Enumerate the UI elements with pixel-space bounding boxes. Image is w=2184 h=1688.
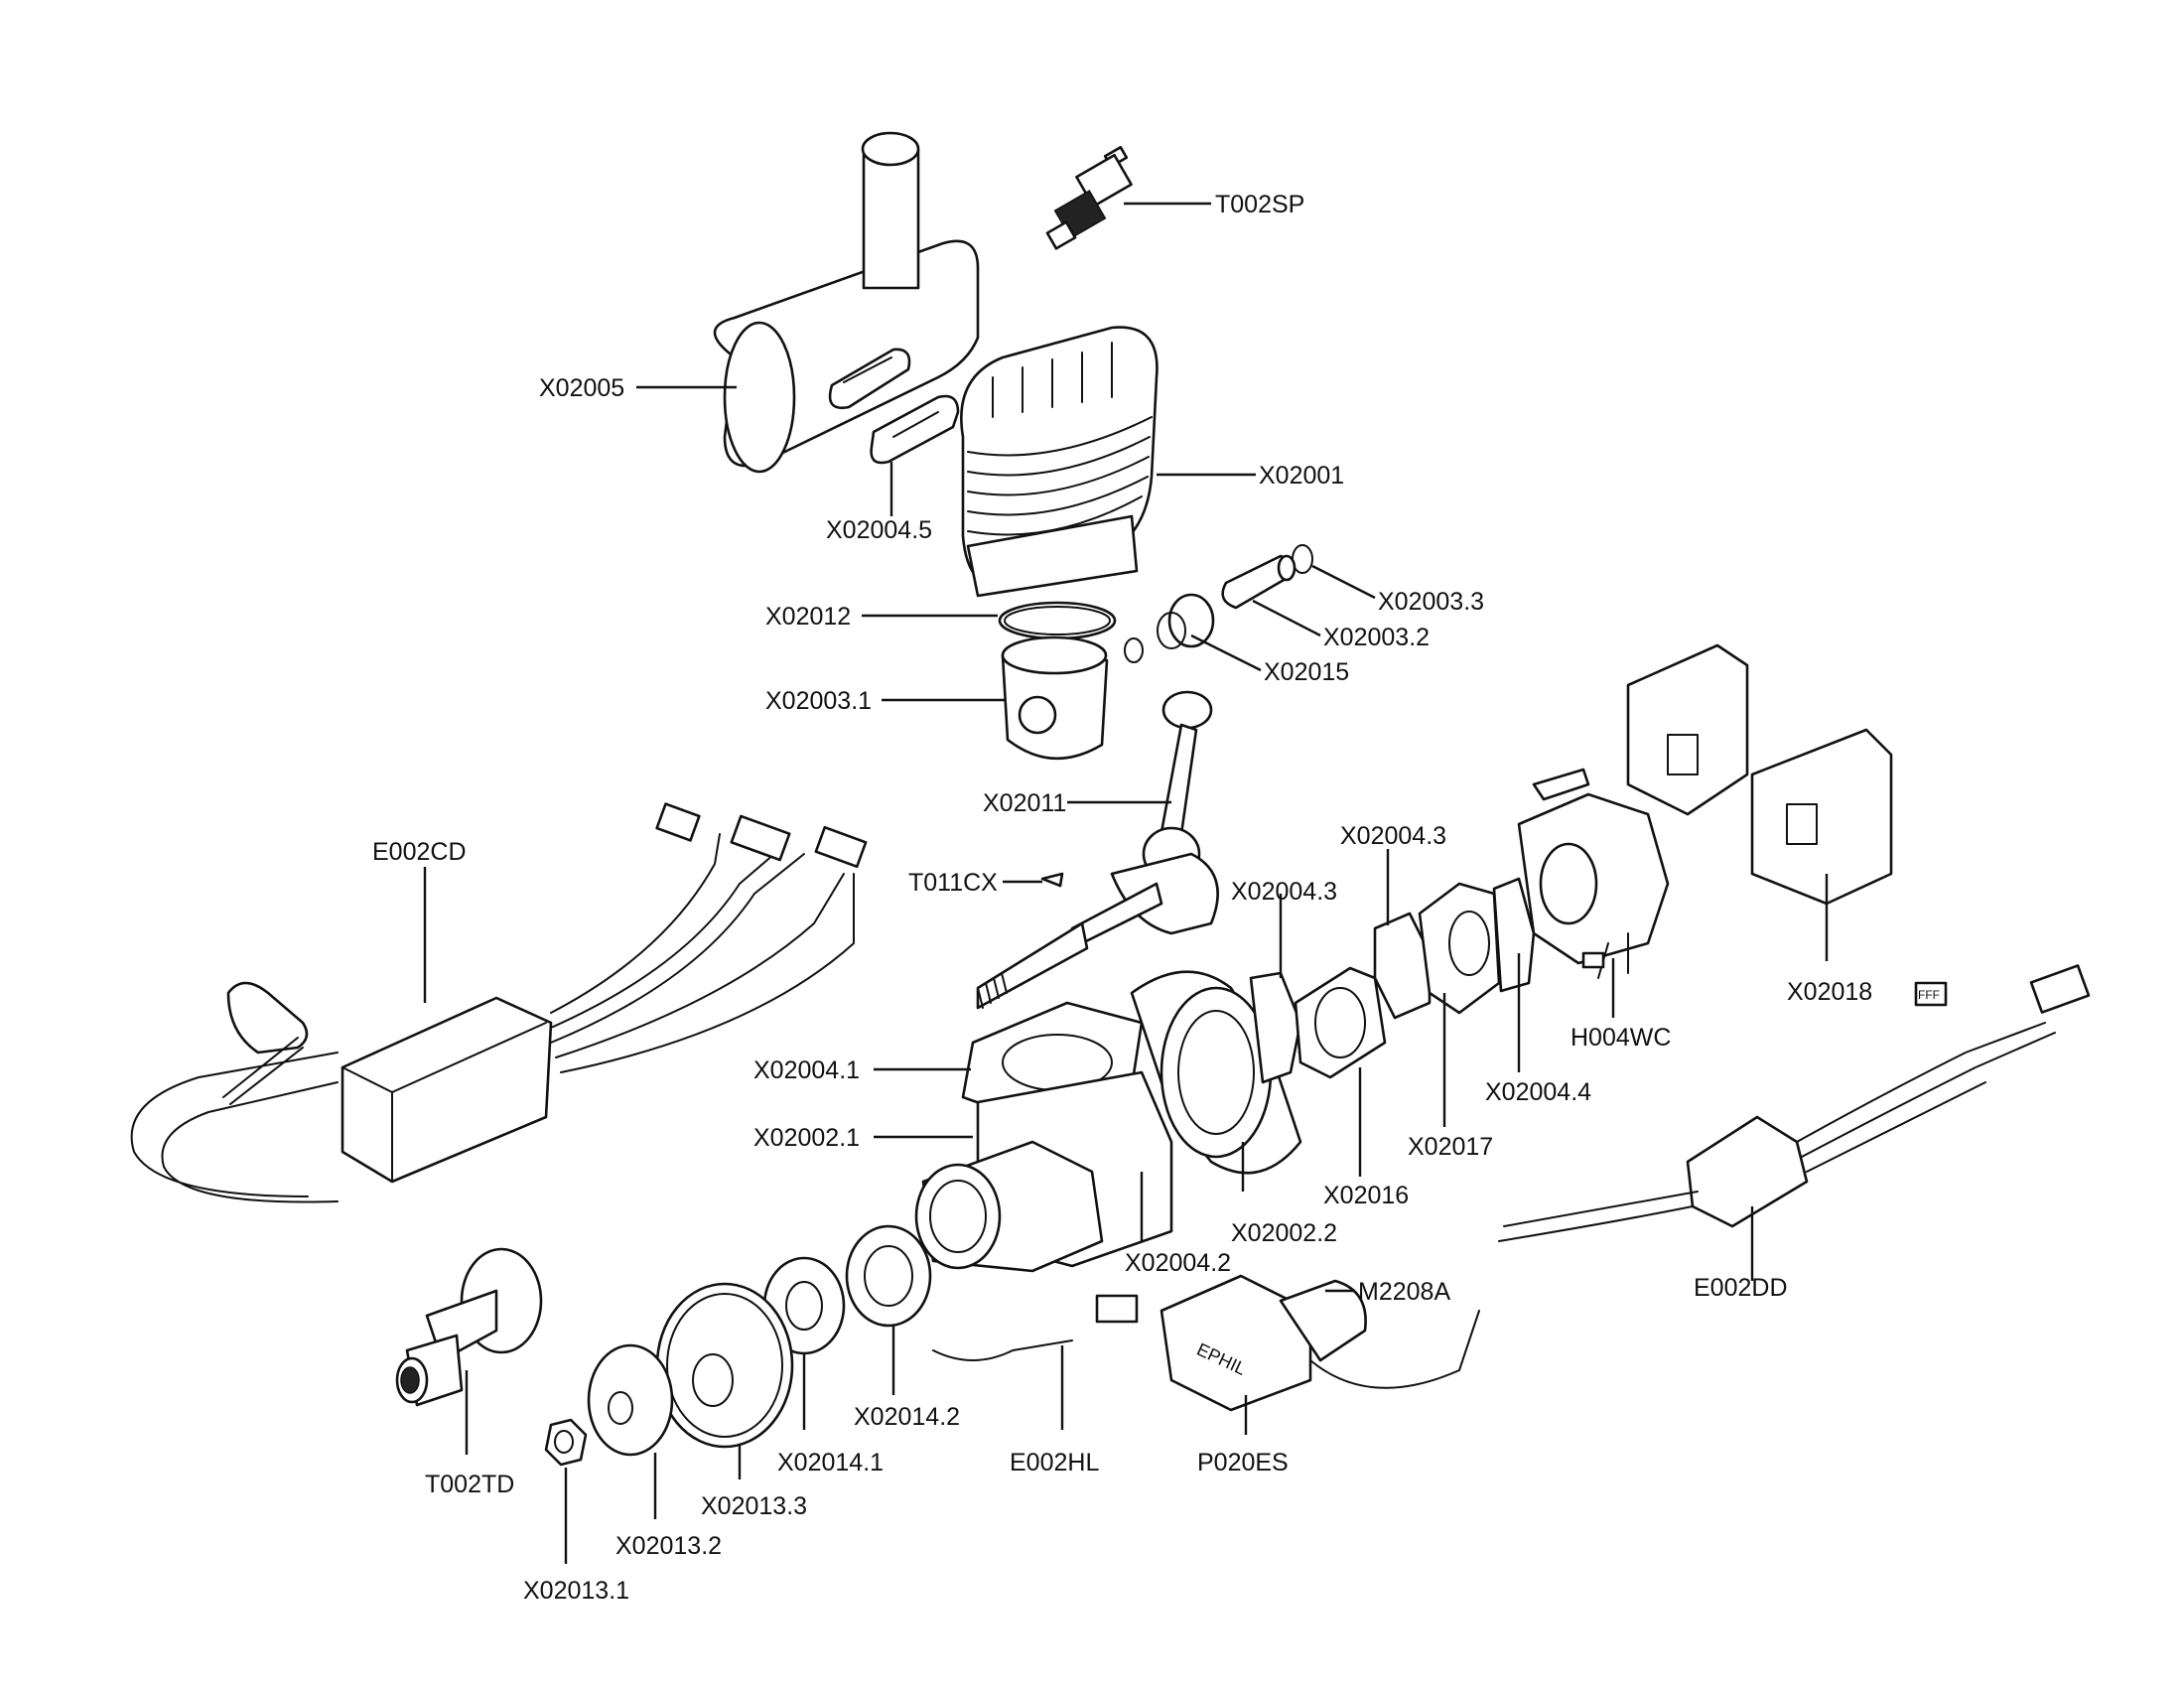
spark-plug (1045, 146, 1133, 250)
intake-gasket (1373, 912, 1432, 1020)
crankcase-rear (1130, 970, 1302, 1175)
label-t002sp: T002SP (1215, 191, 1304, 218)
label-x02012: X02012 (765, 603, 851, 631)
label-x02013-3: X02013.3 (701, 1492, 807, 1520)
part-labels: T002SP X02005 X02001 X02004.5 X02003.3 X… (372, 191, 1872, 1605)
label-x02016: X02016 (1323, 1182, 1409, 1209)
label-x02005: X02005 (539, 374, 624, 402)
piston-pin (1221, 554, 1297, 610)
crankshaft (976, 852, 1219, 1010)
label-h004wc: H004WC (1570, 1024, 1671, 1052)
label-x02003-2: X02003.2 (1323, 624, 1430, 651)
piston-ring (998, 601, 1117, 640)
leader-lines (423, 202, 1829, 1564)
label-e002dd: E002DD (1694, 1274, 1788, 1302)
label-e002hl: E002HL (1010, 1449, 1099, 1477)
crankcase-gasket-rear (1249, 971, 1302, 1084)
cylinder (960, 326, 1159, 598)
plug-label: FFF (1918, 988, 1940, 1002)
label-x02004-2: X02004.2 (1125, 1249, 1231, 1277)
hall-sensor (932, 1294, 1139, 1361)
label-x02004-3-lower: X02004.3 (1231, 878, 1337, 906)
label-m2208a: M2208A (1358, 1278, 1450, 1306)
label-x02015: X02015 (1264, 658, 1349, 686)
label-x02013-2: X02013.2 (615, 1532, 722, 1560)
label-x02018: X02018 (1787, 978, 1872, 1006)
label-e002cd: E002CD (372, 838, 467, 866)
bearing-large (845, 1224, 932, 1328)
label-t011cx: T011CX (908, 869, 998, 897)
starter-motor: EPHIL (1160, 1274, 1480, 1412)
reed-block (1294, 966, 1387, 1079)
ignition-module (130, 802, 868, 1203)
label-x02004-4: X02004.4 (1485, 1078, 1591, 1106)
piston (1001, 635, 1109, 761)
washer (587, 1343, 674, 1457)
label-x02004-1: X02004.1 (753, 1056, 860, 1084)
label-x02004-5: X02004.5 (826, 516, 932, 544)
needle-bearing (1157, 593, 1215, 649)
carburetor (1517, 768, 1670, 979)
label-x02003-3: X02003.3 (1378, 588, 1484, 616)
crankcase-front (914, 1070, 1173, 1273)
circlip-bottom (1124, 637, 1144, 663)
label-x02003-1: X02003.1 (765, 687, 872, 715)
label-x02001: X02001 (1259, 462, 1344, 490)
label-x02004-3-upper: X02004.3 (1340, 822, 1446, 850)
engine-mount (1626, 643, 1893, 906)
carb-gasket (1492, 877, 1536, 993)
label-t002td: T002TD (425, 1471, 514, 1498)
woodruff-key (1040, 872, 1064, 888)
muffler (713, 131, 980, 474)
label-p020es: P020ES (1197, 1449, 1289, 1477)
label-x02014-2: X02014.2 (854, 1403, 960, 1431)
esc: FFF (1498, 964, 2091, 1242)
label-x02002-1: X02002.1 (753, 1124, 860, 1152)
prop-driver (395, 1247, 543, 1407)
connecting-rod (1142, 690, 1213, 882)
label-x02011: X02011 (983, 789, 1066, 817)
starter-gear (655, 1282, 794, 1449)
nut (544, 1418, 588, 1467)
label-x02002-2: X02002.2 (1231, 1219, 1337, 1247)
label-x02013-1: X02013.1 (523, 1577, 629, 1605)
muffler-gasket (870, 394, 960, 465)
label-x02014-1: X02014.1 (777, 1449, 884, 1477)
intake-manifold (1418, 882, 1501, 1015)
label-x02017: X02017 (1408, 1133, 1493, 1161)
